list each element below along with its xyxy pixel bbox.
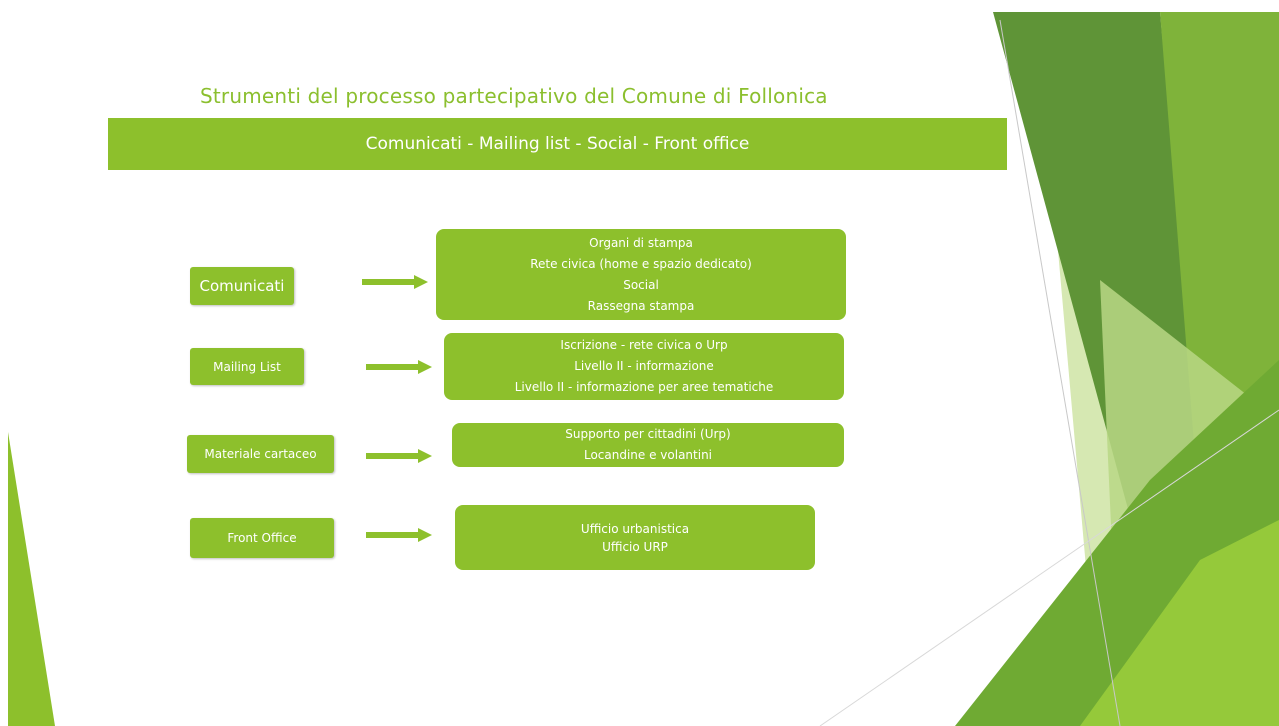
detail-item: Iscrizione - rete civica o Urp xyxy=(560,338,728,352)
detail-item: Ufficio urbanistica xyxy=(580,521,690,536)
banner: Comunicati - Mailing list - Social - Fro… xyxy=(108,118,1007,170)
label-text: Comunicati xyxy=(199,277,285,295)
details-comunicati: Organi di stampa Rete civica (home e spa… xyxy=(436,229,846,320)
left-decor-shape xyxy=(8,432,55,726)
details-mailing-list: Iscrizione - rete civica o Urp Livello I… xyxy=(444,333,844,400)
label-materiale-cartaceo: Materiale cartaceo xyxy=(187,435,334,473)
label-front-office: Front Office xyxy=(190,518,334,558)
detail-item: Rete civica (home e spazio dedicato) xyxy=(530,256,752,271)
detail-item: Locandine e volantini xyxy=(583,448,713,462)
detail-item: Ufficio URP xyxy=(602,539,668,554)
banner-text: Comunicati - Mailing list - Social - Fro… xyxy=(365,134,750,154)
detail-item: Organi di stampa xyxy=(589,235,693,250)
details-front-office: Ufficio urbanistica Ufficio URP xyxy=(455,505,815,570)
arrow-icon xyxy=(366,528,432,542)
label-mailing-list: Mailing List xyxy=(190,348,304,385)
decor-line-1 xyxy=(999,19,1121,726)
detail-item: Rassegna stampa xyxy=(587,298,695,313)
detail-item: Social xyxy=(623,277,659,292)
detail-item: Livello II - informazione xyxy=(574,359,714,373)
slide-title: Strumenti del processo partecipativo del… xyxy=(200,84,828,108)
detail-item: Supporto per cittadini (Urp) xyxy=(565,427,731,441)
arrow-icon xyxy=(366,360,432,374)
right-decor-lime xyxy=(1080,520,1279,726)
arrow-icon xyxy=(362,275,428,289)
label-text: Mailing List xyxy=(213,359,281,374)
label-text: Front Office xyxy=(227,531,297,545)
detail-item: Livello II - informazione per aree temat… xyxy=(514,380,774,394)
decor-line-2 xyxy=(819,409,1279,726)
label-text: Materiale cartaceo xyxy=(204,447,317,461)
arrow-icon xyxy=(366,449,432,463)
label-comunicati: Comunicati xyxy=(190,267,294,305)
details-materiale-cartaceo: Supporto per cittadini (Urp) Locandine e… xyxy=(452,423,844,467)
